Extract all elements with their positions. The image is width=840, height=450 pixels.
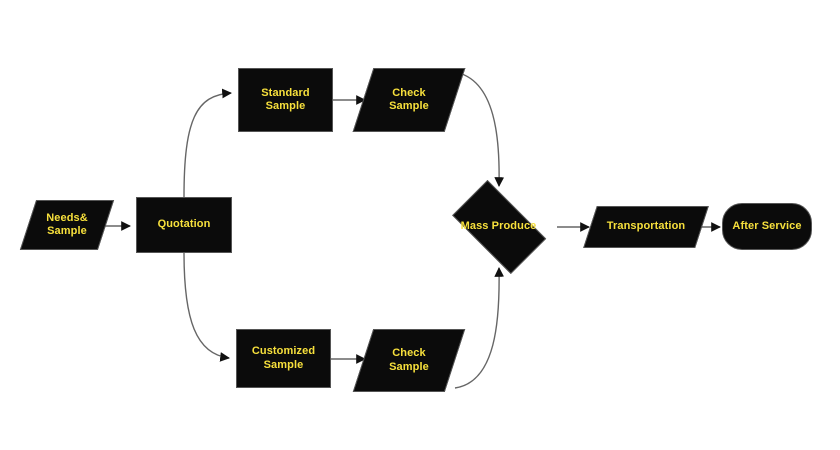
node-label-transportation: Transportation bbox=[606, 220, 686, 233]
node-check-sample-top[interactable]: Check Sample bbox=[352, 68, 466, 132]
connector-quotation-to-customized bbox=[183, 252, 230, 362]
node-label-mass-produce: Mass Produce bbox=[460, 219, 537, 232]
connector-check-top-to-mass bbox=[454, 71, 505, 187]
node-label-check-sample-bottom: Check Sample bbox=[389, 347, 429, 373]
node-standard-sample[interactable]: Standard Sample bbox=[238, 68, 333, 132]
node-after-service[interactable]: After Service bbox=[722, 203, 812, 250]
node-customized-sample[interactable]: Customized Sample bbox=[236, 329, 331, 388]
node-label-after-service: After Service bbox=[732, 219, 802, 232]
node-quotation[interactable]: Quotation bbox=[136, 197, 232, 253]
node-label-quotation: Quotation bbox=[157, 218, 211, 231]
node-label-customized-sample: Customized Sample bbox=[251, 345, 316, 371]
node-label-standard-sample: Standard Sample bbox=[261, 86, 310, 112]
node-label-check-sample-top: Check Sample bbox=[389, 86, 429, 112]
connector-quotation-to-standard bbox=[183, 88, 232, 198]
node-check-sample-bottom[interactable]: Check Sample bbox=[352, 329, 466, 392]
node-transportation[interactable]: Transportation bbox=[583, 206, 709, 248]
node-mass-produce[interactable]: Mass Produce bbox=[440, 179, 557, 274]
node-needs-sample[interactable]: Needs& Sample bbox=[19, 200, 115, 250]
connector-check-bottom-to-mass bbox=[454, 267, 505, 389]
node-label-needs-sample: Needs& Sample bbox=[46, 211, 88, 237]
